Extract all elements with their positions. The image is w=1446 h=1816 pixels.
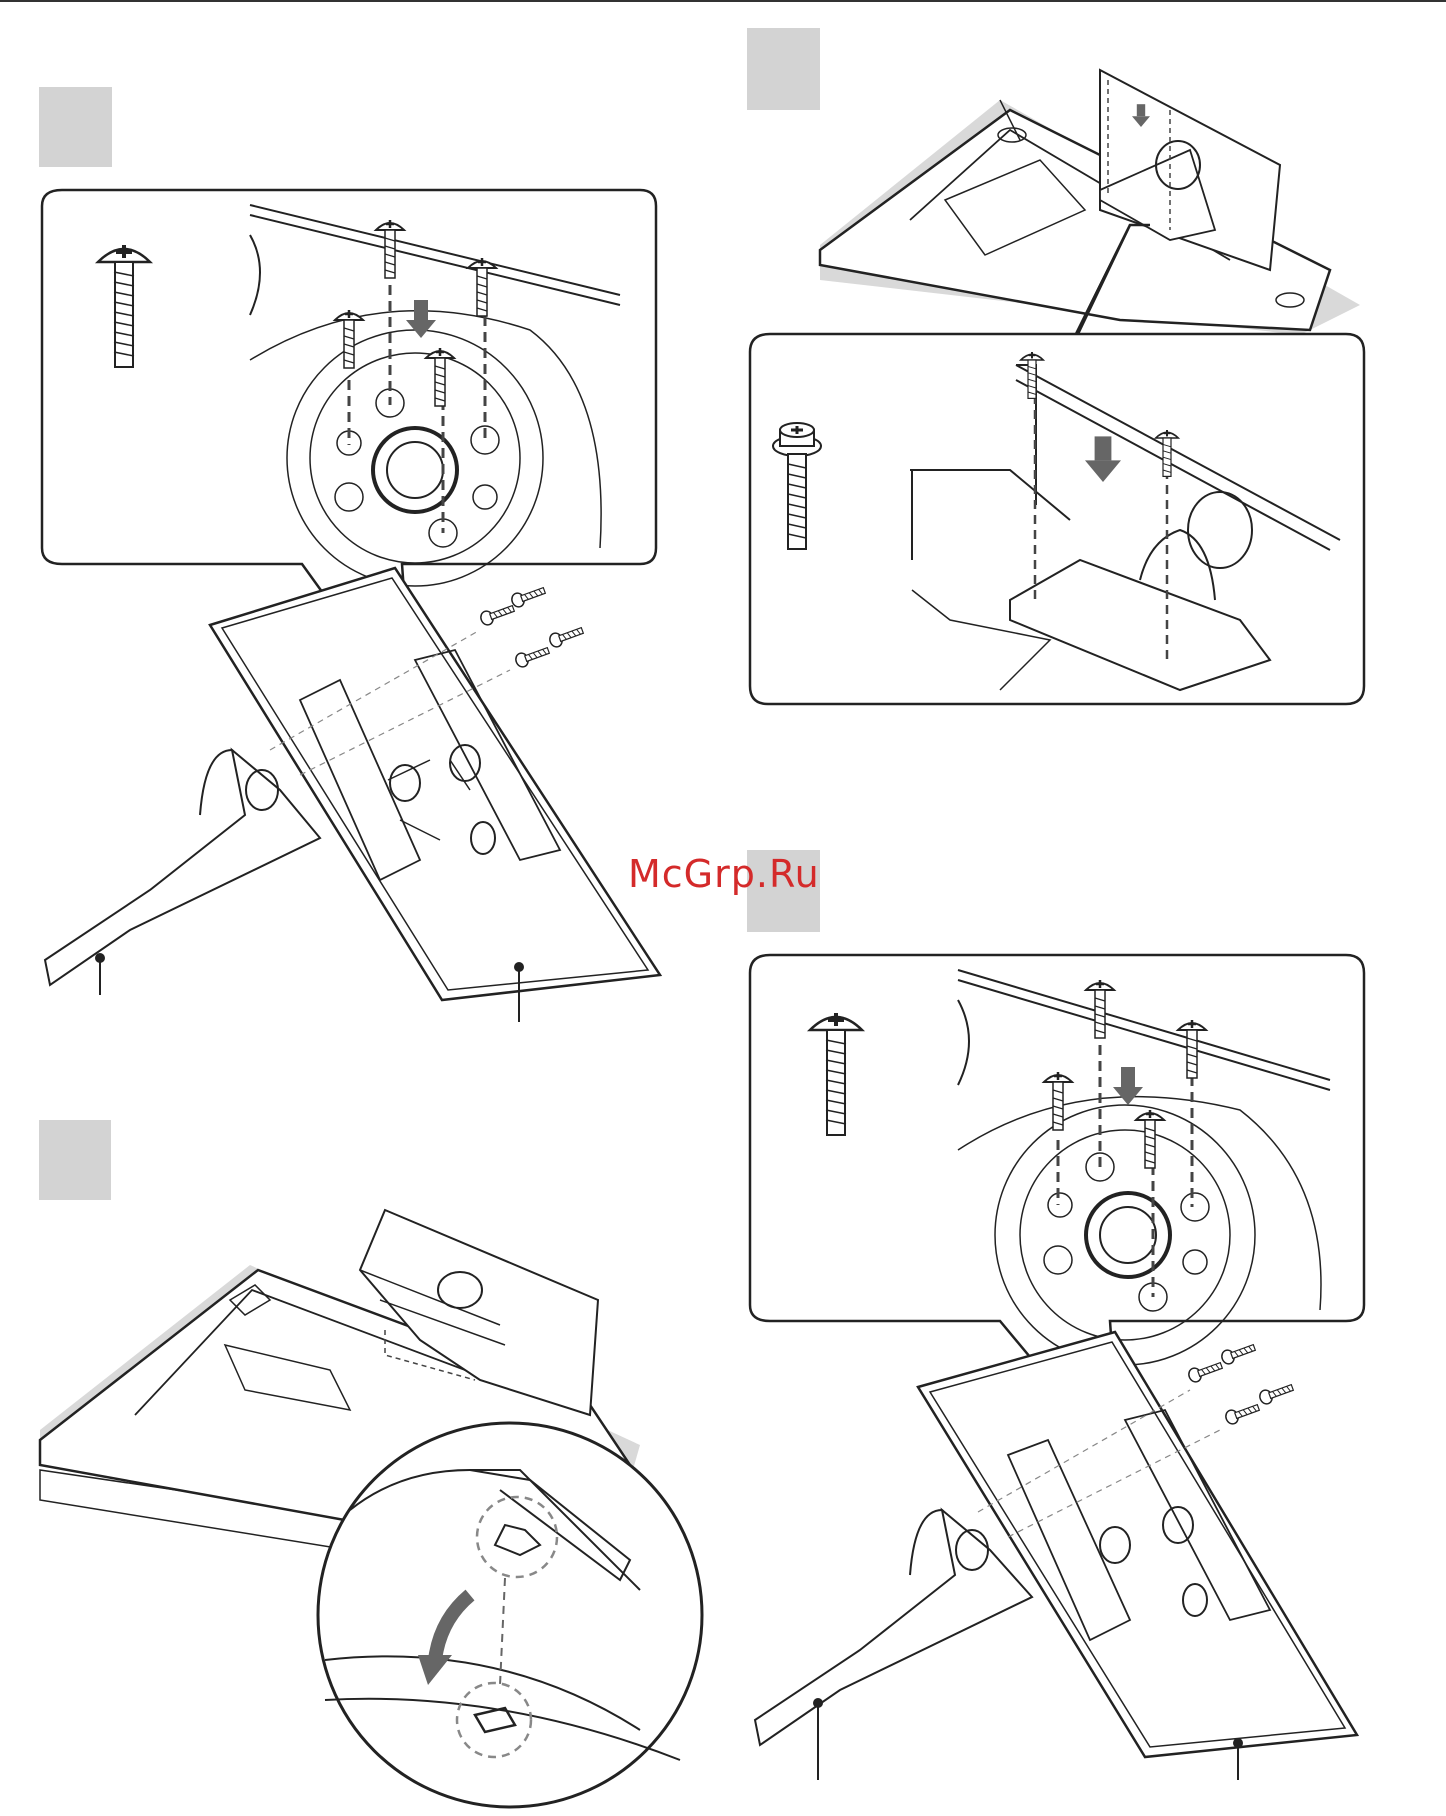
step-4-illustration [750,955,1364,1780]
step-3-illustration [750,70,1364,704]
watermark-text: McGrp.Ru [628,852,820,896]
step-1-illustration [42,190,660,1022]
step-2-illustration [40,1210,702,1807]
